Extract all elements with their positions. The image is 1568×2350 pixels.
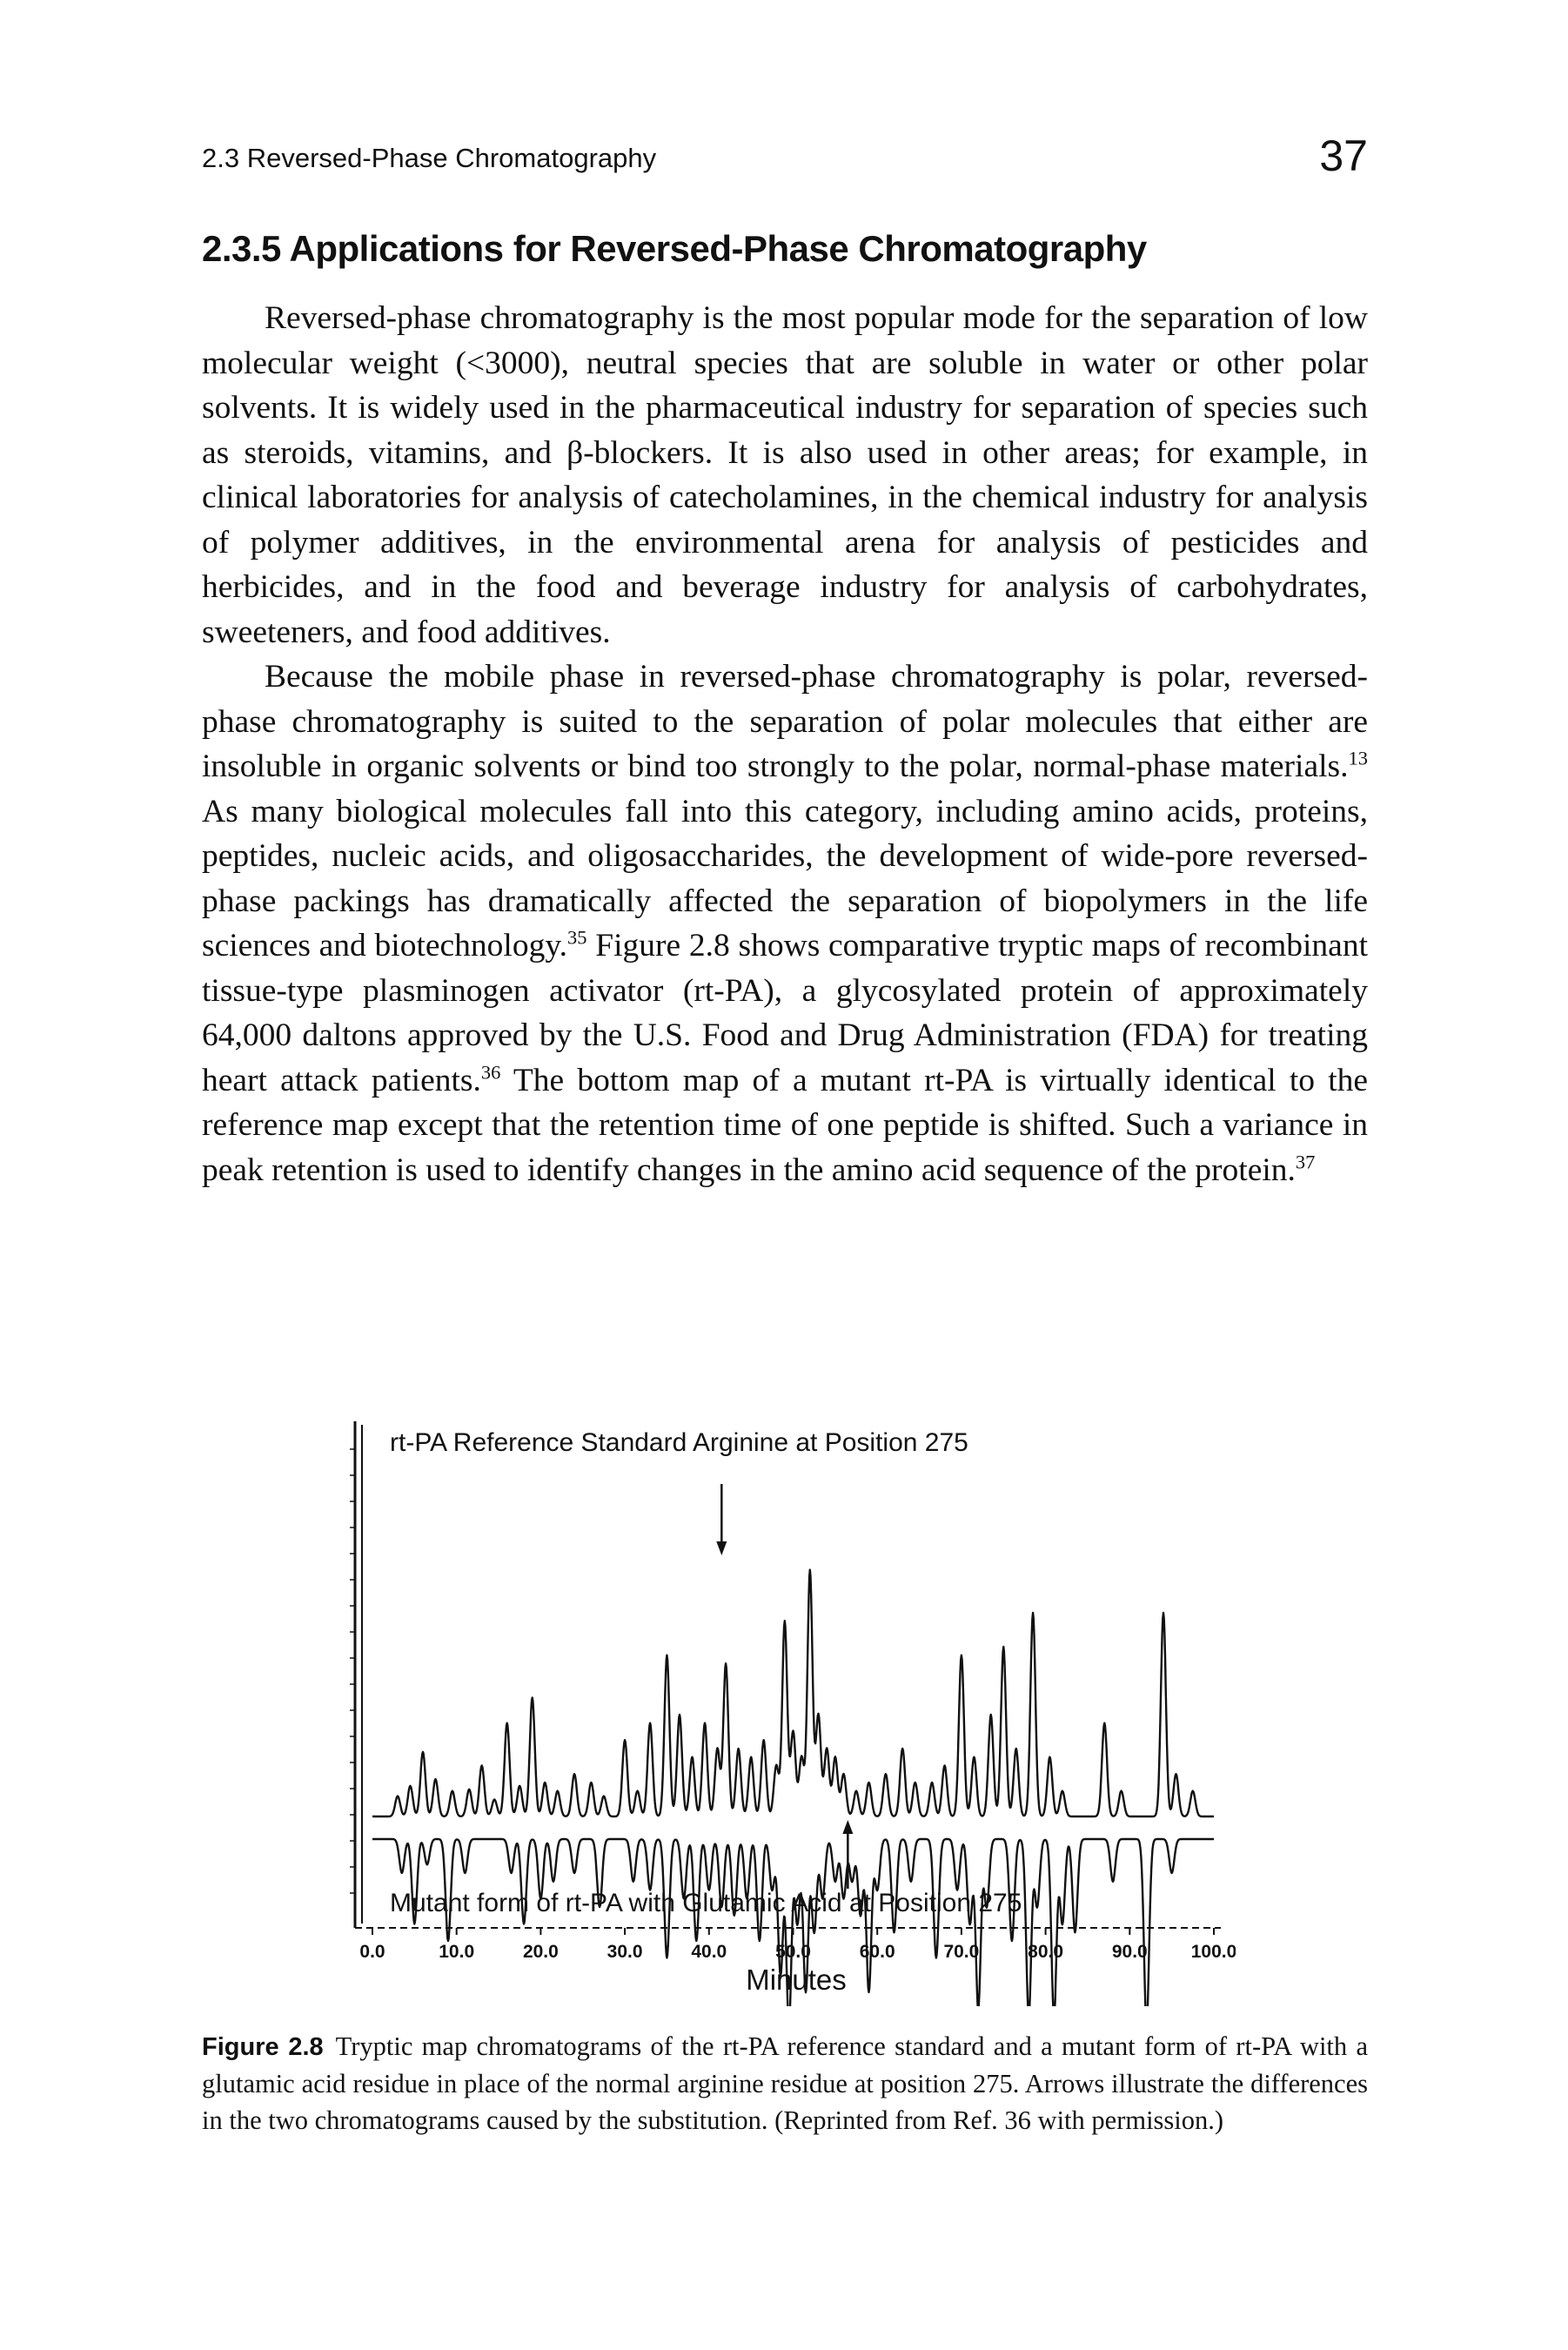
top-trace-label: rt-PA Reference Standard Arginine at Pos… (390, 1428, 968, 1457)
paragraph-1: Reversed-phase chromatography is the mos… (202, 296, 1368, 655)
paragraph-text-run: As many biological molecules fall into t… (202, 793, 1368, 964)
section-heading: 2.3.5 Applications for Reversed-Phase Ch… (202, 228, 1147, 269)
page-number: 37 (1319, 131, 1368, 180)
reference-superscript: 13 (1348, 747, 1369, 769)
difference-arrow-head (842, 1820, 854, 1834)
chromatogram-chart: rt-PA Reference Standard Arginine at Pos… (350, 1421, 1236, 2006)
x-tick-label: 60.0 (860, 1942, 895, 1962)
reference-superscript: 36 (480, 1061, 501, 1083)
x-tick-label: 80.0 (1028, 1942, 1063, 1962)
reference-trace (372, 1568, 1215, 1818)
x-tick-label: 20.0 (523, 1942, 559, 1962)
x-tick-label: 70.0 (943, 1942, 979, 1962)
paragraph-text-run: Reversed-phase chromatography is the mos… (202, 300, 1368, 650)
x-axis-title: Minutes (746, 1964, 847, 1996)
x-tick-label: 30.0 (607, 1942, 643, 1962)
paragraph-2: Because the mobile phase in reversed-pha… (202, 655, 1368, 1192)
mutant-trace (372, 1837, 1215, 2006)
paragraph-text-run: Because the mobile phase in reversed-pha… (202, 659, 1368, 784)
running-head-section: 2.3 Reversed-Phase Chromatography (202, 143, 657, 173)
bottom-trace-label: Mutant form of rt-PA with Glutamic Acid … (390, 1889, 1022, 1917)
x-tick-label: 90.0 (1112, 1942, 1148, 1962)
x-tick-label: 0.0 (359, 1942, 385, 1962)
x-tick-label: 10.0 (439, 1942, 474, 1962)
paragraph-text-run: Figure 2.8 shows comparative tryptic map… (202, 928, 1368, 1098)
figure-2-8: rt-PA Reference Standard Arginine at Pos… (339, 1414, 1236, 2006)
running-head: 2.3 Reversed-Phase Chromatography 37 (202, 131, 1368, 200)
caption-text: Tryptic map chromatograms of the rt-PA r… (202, 2031, 1368, 2135)
reference-superscript: 37 (1295, 1151, 1316, 1172)
x-tick-label: 40.0 (691, 1942, 727, 1962)
caption-label: Figure 2.8 (202, 2033, 324, 2061)
reference-superscript: 35 (567, 926, 587, 949)
x-tick-label: 50.0 (775, 1942, 811, 1962)
x-tick-label: 100.0 (1191, 1942, 1236, 1962)
body-text: Reversed-phase chromatography is the mos… (202, 296, 1368, 1192)
paragraph-text-run: The bottom map of a mutant rt-PA is virt… (202, 1062, 1369, 1188)
difference-arrow-head (716, 1541, 727, 1555)
